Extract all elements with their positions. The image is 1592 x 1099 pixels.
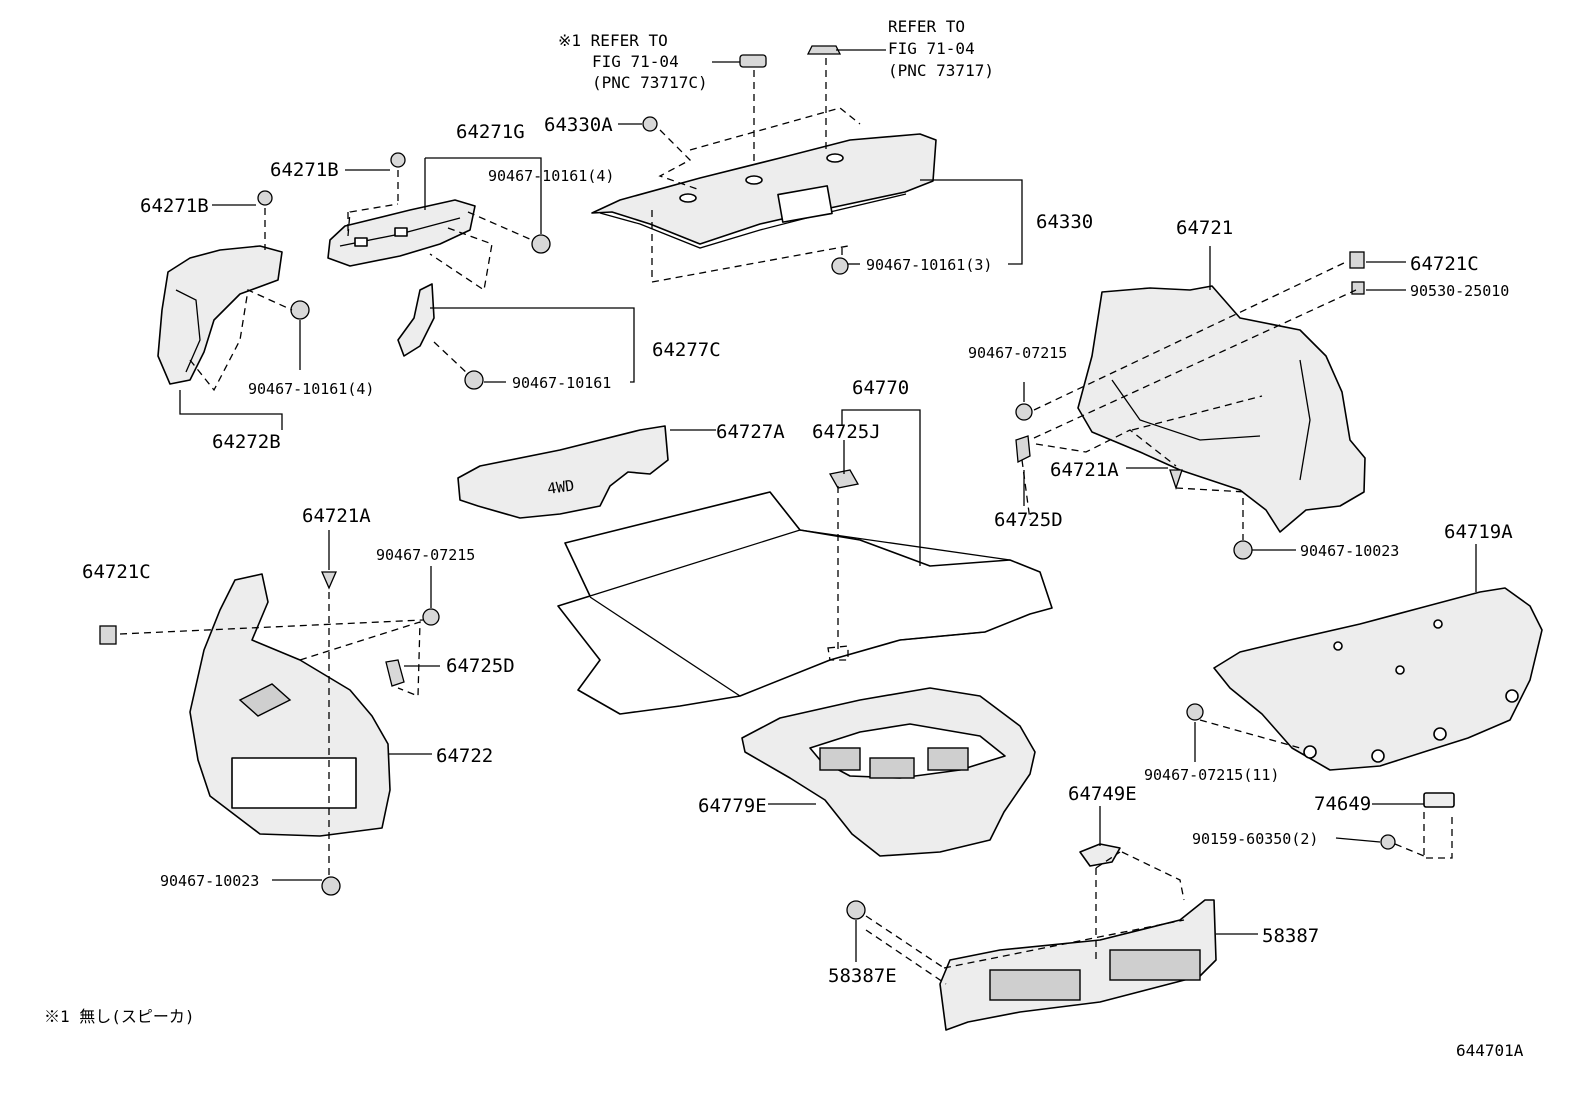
label-64721c-left: 64721C [82, 561, 151, 583]
label-58387: 58387 [1262, 925, 1319, 947]
note-ref2-line2: FIG 71-04 [888, 39, 975, 58]
clip-64725d-r-icon [1015, 435, 1031, 464]
label-90467-10161-4a: 90467-10161(4) [488, 167, 614, 185]
left-side-trim-part [189, 573, 391, 837]
clip-64721a-l-icon [321, 571, 337, 590]
label-64330a: 64330A [544, 114, 613, 136]
note-ref1-line1: ※1 REFER TO [558, 31, 668, 50]
clip-90467-10023-l-icon [321, 876, 341, 896]
label-64271b-upper: 64271B [270, 159, 339, 181]
label-64770: 64770 [852, 377, 909, 399]
clip-64725d-l-icon [385, 659, 405, 687]
clip-58387e-icon [846, 900, 866, 920]
label-90467-10023-left: 90467-10023 [160, 872, 259, 890]
note-ref2-line1: REFER TO [888, 17, 965, 36]
note-ref2-line3: (PNC 73717) [888, 61, 994, 80]
fasteners [99, 45, 1396, 920]
note-ref1-line2: FIG 71-04 [592, 52, 679, 71]
label-90467-10161-4b: 90467-10161(4) [248, 380, 374, 398]
label-90467-07215-left: 90467-07215 [376, 546, 475, 564]
tire-tray-part [741, 687, 1036, 857]
clip-64721a-r-icon [1169, 469, 1183, 491]
pad-64721c-left-icon [99, 625, 117, 645]
label-90530-25010: 90530-25010 [1410, 282, 1509, 300]
clip-90467-07215-l-icon [422, 608, 440, 626]
label-90159-60350-2: 90159-60350(2) [1192, 830, 1318, 848]
clip-64271b-2-icon [257, 190, 273, 206]
bracket-64749e-part [1079, 843, 1121, 867]
clip-90467-10161-4b-icon [290, 300, 310, 320]
clip-90467-07215-r-icon [1015, 403, 1033, 421]
label-64272b: 64272B [212, 431, 281, 453]
speaker-cover-2-icon [806, 45, 842, 55]
note-ref1-line3: (PNC 73717C) [592, 73, 708, 92]
label-58387e: 58387E [828, 965, 897, 987]
label-64727a: 64727A [716, 421, 785, 443]
label-64277c: 64277C [652, 339, 721, 361]
label-64721a-right: 64721A [1050, 459, 1119, 481]
clip-90467-10161-4a-icon [531, 234, 551, 254]
label-90467-07215-right: 90467-07215 [968, 344, 1067, 362]
label-64725j: 64725J [812, 421, 881, 443]
front-cover-64727a-part: 4WD [457, 425, 669, 519]
rear-sill-plate-part [939, 899, 1217, 1031]
floor-carpet-part [557, 491, 1053, 715]
clip-90467-10161-3-icon [831, 257, 849, 275]
footnote: ※1 無し(スピーカ) [44, 1007, 195, 1026]
carpet-mark: 4WD [546, 476, 575, 498]
left-shelf-bracket-part [327, 199, 476, 267]
label-64779e: 64779E [698, 795, 767, 817]
label-90467-10161: 90467-10161 [512, 374, 611, 392]
label-64721a-left: 64721A [302, 505, 371, 527]
pad-90530-25010-icon [1351, 281, 1365, 295]
label-90467-07215-11: 90467-07215(11) [1144, 766, 1279, 784]
clip-64725j-icon [828, 469, 860, 489]
assembly-lines [119, 58, 1453, 985]
label-64721c-right: 64721C [1410, 253, 1479, 275]
label-64749e: 64749E [1068, 783, 1137, 805]
part-labels: ※1 REFER TO FIG 71-04 (PNC 73717C) REFER… [44, 17, 1524, 1060]
right-side-trim-part [1077, 285, 1366, 533]
pad-64721c-right-icon [1349, 251, 1365, 269]
label-64725d-left: 64725D [446, 655, 515, 677]
side-cover-64272b-part [157, 245, 283, 385]
label-90467-10023-right: 90467-10023 [1300, 542, 1399, 560]
package-tray-part [591, 133, 937, 249]
clip-64271b-1-icon [390, 152, 406, 168]
bolt-90159-60350-icon [1380, 834, 1396, 850]
label-74649: 74649 [1314, 793, 1371, 815]
trunk-lid-liner-part [1213, 587, 1543, 771]
label-64330: 64330 [1036, 211, 1093, 233]
latch-74649-part [1423, 792, 1455, 808]
label-64719a: 64719A [1444, 521, 1513, 543]
label-64722: 64722 [436, 745, 493, 767]
label-64721: 64721 [1176, 217, 1233, 239]
label-64271b-lower: 64271B [140, 195, 209, 217]
clip-64330a-icon [642, 116, 658, 132]
label-64725d-right: 64725D [994, 509, 1063, 531]
clip-90467-07215-11-icon [1186, 703, 1204, 721]
bracket-64277c-part [397, 283, 435, 357]
diagram-id: 644701A [1456, 1041, 1524, 1060]
leader-lines [179, 49, 1477, 962]
label-64271g: 64271G [456, 121, 525, 143]
label-90467-10161-3: 90467-10161(3) [866, 256, 992, 274]
speaker-cover-icon [739, 54, 767, 68]
clip-90467-10023-r-icon [1233, 540, 1253, 560]
clip-90467-10161-icon [464, 370, 484, 390]
